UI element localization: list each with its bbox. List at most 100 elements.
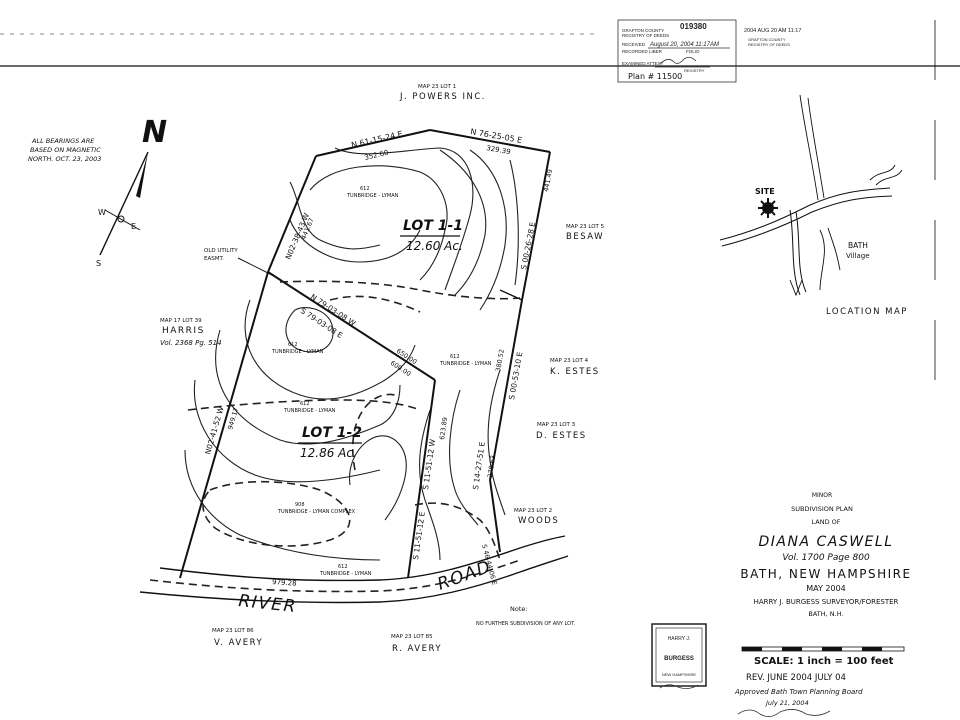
bearing-inner-b: S 11-51-12 E bbox=[411, 511, 427, 560]
soil2-name: TUNBRIDGE - LYMAN bbox=[271, 349, 324, 355]
title-surveyor-town: BATH, N.H. bbox=[808, 610, 843, 618]
soil1-code: 612 bbox=[360, 186, 370, 192]
compass-w: W bbox=[98, 208, 106, 217]
compass-s: S bbox=[96, 259, 101, 268]
title-minor: MINOR bbox=[812, 492, 832, 499]
abutter-destes: D. ESTES bbox=[536, 431, 587, 441]
seal-state: NEW HAMPSHIRE bbox=[662, 672, 697, 677]
abutters: MAP 23 LOT 1 J. POWERS INC. MAP 23 LOT 5… bbox=[160, 84, 605, 654]
soil4-code: 612 bbox=[300, 401, 310, 407]
small-stamp-2: GRAFTON COUNTY bbox=[748, 37, 786, 42]
stamp-liber: RECORDED LIBER bbox=[622, 49, 663, 54]
title-land-of: LAND OF bbox=[811, 518, 840, 526]
bearing-east-mid: S 00-53-10 E bbox=[507, 351, 524, 400]
approval-date: July 21, 2004 bbox=[764, 699, 809, 707]
examiner-signature bbox=[659, 57, 697, 65]
title-town: BATH, NEW HAMPSHIRE bbox=[740, 567, 911, 581]
note-label: Note: bbox=[510, 605, 528, 613]
dashed-lines bbox=[187, 280, 521, 561]
revision-block: REV. JUNE 2004 JULY 04 Approved Bath Tow… bbox=[734, 673, 863, 717]
soil6-code: 612 bbox=[338, 564, 348, 570]
utility-easement-label: OLD UTILITY EASMT. bbox=[204, 248, 238, 262]
title-block: MINOR SUBDIVISION PLAN LAND OF DIANA CAS… bbox=[740, 492, 911, 618]
contour-lines bbox=[184, 147, 519, 561]
plan-number: Plan # 11500 bbox=[628, 72, 682, 81]
abutter-kestes: K. ESTES bbox=[550, 367, 600, 377]
dist-east-mid: 380.52 bbox=[494, 349, 506, 373]
dist-east-upper: 441.49 bbox=[542, 169, 554, 193]
stamp-received-date: August 20, 2004 11:17AM bbox=[649, 42, 719, 48]
utility-label-2: EASMT. bbox=[204, 256, 224, 262]
abutter-powers: J. POWERS INC. bbox=[399, 92, 486, 102]
abutter-woods-map: MAP 23 LOT 2 bbox=[514, 508, 552, 514]
bearing-north1: N 61-15-24 E bbox=[350, 129, 403, 150]
bearings-note: ALL BEARINGS ARE BASED ON MAGNETIC NORTH… bbox=[28, 137, 101, 163]
soil-labels: 612 TUNBRIDGE - LYMAN 612 TUNBRIDGE - LY… bbox=[271, 186, 492, 577]
abutter-ravery: R. AVERY bbox=[392, 644, 442, 654]
stamp-examined: EXAMINED ATTEST bbox=[622, 61, 664, 66]
utility-label-1: OLD UTILITY bbox=[204, 248, 238, 254]
revision-text: REV. JUNE 2004 JULY 04 bbox=[746, 673, 846, 683]
bearings-note-2: BASED ON MAGNETIC bbox=[30, 146, 101, 154]
site-marker-icon bbox=[758, 198, 778, 218]
sheet-border bbox=[0, 20, 960, 380]
dist-inner-a: 623.89 bbox=[438, 417, 449, 441]
seal-name: BURGESS bbox=[664, 656, 694, 662]
property-boundary bbox=[179, 129, 551, 579]
abutter-harris-map: MAP 17 LOT 39 bbox=[160, 318, 202, 324]
north-arrow: N W E S bbox=[96, 115, 167, 268]
lot-labels: LOT 1-1 12.60 Ac. LOT 1-2 12.86 Ac. bbox=[298, 218, 463, 460]
bearings-note-3: NORTH. OCT. 23, 2003 bbox=[28, 155, 101, 163]
road-label-river: RIVER bbox=[237, 591, 297, 617]
scale-text: SCALE: 1 inch = 100 feet bbox=[754, 656, 894, 667]
stamp-folio: FOLIO bbox=[686, 49, 700, 54]
scale-bar: SCALE: 1 inch = 100 feet bbox=[741, 646, 905, 667]
stamp-line2: REGISTRY OF DEEDS bbox=[622, 33, 669, 38]
lot1-name: LOT 1-1 bbox=[403, 218, 463, 234]
site-label: SITE bbox=[755, 187, 775, 196]
bath-label: BATH bbox=[848, 241, 868, 250]
abutter-vavery-map: MAP 23 LOT 86 bbox=[212, 628, 254, 634]
title-owner: DIANA CASWELL bbox=[758, 534, 893, 550]
dist-south: 979.28 bbox=[272, 578, 297, 588]
abutter-destes-map: MAP 23 LOT 3 bbox=[537, 422, 576, 428]
location-map: SITE BATH Village LOCATION MAP bbox=[719, 94, 908, 317]
soil1-name: TUNBRIDGE - LYMAN bbox=[346, 193, 399, 199]
dist-north1: 352.60 bbox=[364, 149, 390, 162]
north-arrow-head-icon bbox=[136, 152, 148, 198]
abutter-besaw: BESAW bbox=[566, 232, 604, 242]
stamp-registry: REGISTRY bbox=[684, 68, 705, 73]
seal-top: HARRY J. bbox=[668, 636, 691, 642]
bearings-note-1: ALL BEARINGS ARE bbox=[31, 137, 95, 145]
village-label: Village bbox=[846, 252, 870, 260]
bearing-east-lower: S 14-27-51 E bbox=[471, 441, 487, 490]
abutter-woods: WOODS bbox=[518, 516, 559, 526]
north-letter: N bbox=[142, 115, 167, 150]
soil2-code: 612 bbox=[288, 342, 298, 348]
location-map-title: LOCATION MAP bbox=[826, 307, 908, 317]
recording-stamp: 019380 GRAFTON COUNTY REGISTRY OF DEEDS … bbox=[617, 19, 801, 83]
title-subdivision: SUBDIVISION PLAN bbox=[791, 505, 853, 513]
soil5-code: 908 bbox=[295, 502, 305, 508]
dist-north2: 329.39 bbox=[486, 144, 512, 156]
doc-number: 019380 bbox=[680, 22, 707, 31]
small-stamp-3: REGISTRY OF DEEDS bbox=[748, 42, 790, 47]
abutter-harris-vol: Vol. 2368 Pg. 514 bbox=[160, 339, 222, 347]
bearing-east-upper: S 00-26-28 E bbox=[519, 221, 537, 270]
title-volume: Vol. 1700 Page 800 bbox=[782, 553, 870, 563]
stamp-received: RECEIVED bbox=[622, 42, 646, 47]
soil3-code: 612 bbox=[450, 354, 460, 360]
compass-e: E bbox=[131, 222, 136, 231]
approval-text: Approved Bath Town Planning Board bbox=[734, 688, 863, 696]
abutter-harris: HARRIS bbox=[162, 326, 205, 336]
title-surveyor: HARRY J. BURGESS SURVEYOR/FORESTER bbox=[754, 598, 899, 606]
soil4-name: TUNBRIDGE - LYMAN bbox=[283, 408, 336, 414]
abutter-vavery: V. AVERY bbox=[214, 638, 263, 648]
surveyor-seal: HARRY J. BURGESS NEW HAMPSHIRE bbox=[651, 623, 707, 689]
plan-note: Note: NO FURTHER SUBDIVISION OF ANY LOT. bbox=[476, 605, 576, 627]
soil5-name: TUNBRIDGE - LYMAN COMPLEX bbox=[277, 509, 356, 515]
lot1-area: 12.60 Ac. bbox=[406, 239, 463, 253]
note-text: NO FURTHER SUBDIVISION OF ANY LOT. bbox=[476, 621, 576, 627]
lot2-name: LOT 1-2 bbox=[302, 425, 362, 441]
